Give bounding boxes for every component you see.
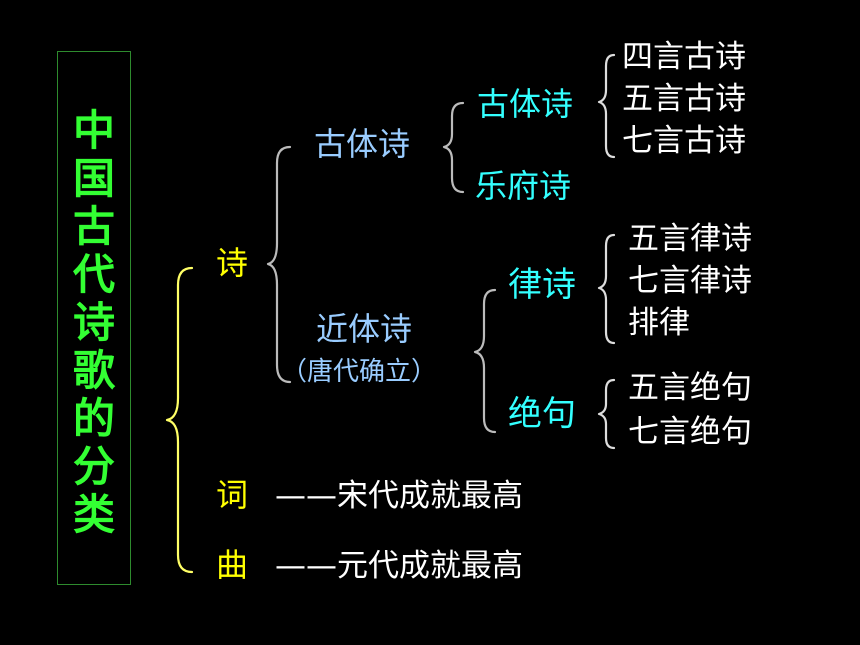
leaf-item: 七言律诗 <box>628 263 752 299</box>
jinti-brace <box>473 288 497 434</box>
lvshi-forms-brace <box>597 233 616 345</box>
guti-label: 古体诗 <box>314 125 411 163</box>
category-shi: 诗 <box>216 244 249 282</box>
lvshi-label: 律诗 <box>508 265 576 305</box>
jinti-note: （唐代确立） <box>281 357 438 387</box>
yuefu-label: 乐府诗 <box>475 167 572 205</box>
leaf-item: 排律 <box>628 305 690 341</box>
diagram-title: 中国古代诗歌的分类 <box>72 106 115 539</box>
leaf-item: 七言古诗 <box>622 123 746 159</box>
leaf-item: 四言古诗 <box>622 39 746 75</box>
main-brace <box>165 266 194 574</box>
guti-forms-brace <box>597 53 616 159</box>
leaf-item: 五言律诗 <box>628 221 752 257</box>
jueju-forms-brace <box>597 378 616 450</box>
leaf-item: 五言绝句 <box>628 370 752 406</box>
category-ci: 词 <box>216 476 249 514</box>
qu-note: ——元代成就最高 <box>275 548 523 584</box>
jueju-label: 绝句 <box>508 394 576 434</box>
category-qu: 曲 <box>216 546 249 584</box>
guti-sub-label: 古体诗 <box>477 85 574 123</box>
jinti-label: 近体诗 <box>316 310 413 348</box>
shi-brace <box>266 145 292 384</box>
guti-brace <box>442 101 465 194</box>
title-box: 中国古代诗歌的分类 <box>57 51 131 585</box>
leaf-item: 五言古诗 <box>622 81 746 117</box>
leaf-item: 七言绝句 <box>628 414 752 450</box>
ci-note: ——宋代成就最高 <box>275 478 523 514</box>
